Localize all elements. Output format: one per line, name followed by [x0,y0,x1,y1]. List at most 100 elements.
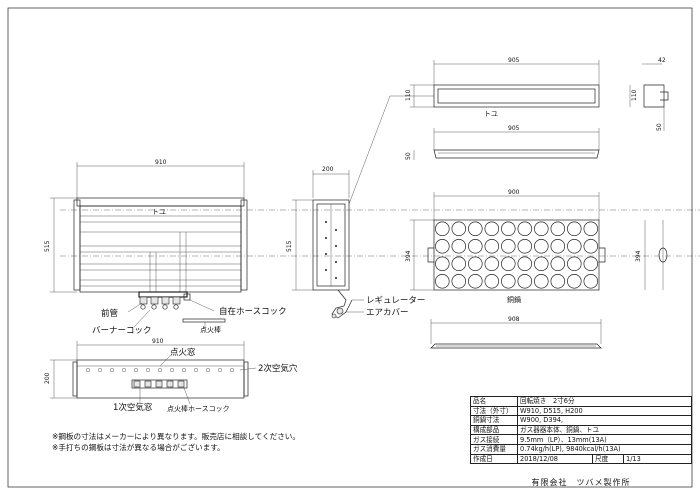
plate-cavity [583,221,599,237]
plate-cavity [534,221,549,237]
title-value: 0.74kg/h(LP), 9840kcal/h(13A) [517,443,692,455]
title-key-scale: 尺度 [592,453,624,465]
plate-cavity [468,239,483,254]
plate-cavity [583,256,599,272]
title-value: W900, D394, [517,415,692,426]
callout-regulator: レギュレーター [366,296,425,306]
plate-cavity [583,239,599,254]
callout-burner-cock: バーナーコック [92,326,152,336]
front-view: 910 515 トユ [44,159,287,336]
top-view: 910 200 点火窓 2次空気穴 1次空気窓 点火棒ホースコック [44,338,298,413]
pan-detail: 908 [430,316,602,349]
plate-cavity [534,274,549,289]
note-plate-dimensions: ※鋼板の寸法はメーカーにより異なります。販売店に相談してください。 [52,432,300,441]
plate-cavity [517,239,533,254]
plate-cavity [550,221,566,237]
callout-igniter-hose-cock: 点火棒ホースコック [167,404,230,413]
top-height-dim: 200 [44,372,51,384]
title-value: 9.5mm（LP）、13mm(13A) [517,434,692,445]
plate-cavity [534,239,549,254]
callout-air-cover: エアカバー [366,308,409,318]
title-key: 品名 [470,396,518,407]
callout-igniter-rod: 点火棒 [200,325,221,334]
plate-label: 銅鍋 [507,295,521,304]
plate-detail: 900 394 394 銅鍋 [60,189,700,304]
front-width-dim: 910 [155,159,167,166]
plate-cavity [484,221,500,237]
title-row-size: 寸法（外寸） W910, D515, H200 [470,405,692,417]
plate-cavity [550,256,566,272]
plate-cavities [435,221,599,289]
plate-cavity [501,256,516,272]
title-row-date: 作成日 2018/12/08 尺度 1/13 [470,453,692,465]
callout-secondary-air-hole: 2次空気穴 [258,363,298,374]
pan-width-dim: 908 [508,316,520,323]
maker-name: 有限会社 ツバメ製作所 [531,478,631,487]
plate-cavity [435,239,450,254]
plate-cavity [567,221,582,237]
tray-side-width-dim: 42 [658,57,666,64]
plate-cavity [517,256,533,272]
plate-cavity [517,274,533,289]
callout-ignition-window: 点火窓 [170,347,196,358]
tray-height-dim: 110 [405,89,412,101]
tray-side-height-dim: 110 [631,89,638,101]
plate-cavity [484,239,500,254]
plate-cavity [567,256,582,272]
plate-width-dim: 900 [508,189,520,196]
title-key: 作成日 [470,453,518,465]
plate-height-dim: 394 [405,250,412,262]
plate-cavity [550,274,566,289]
sheet-border [7,7,693,488]
plate-cavity [484,274,500,289]
tray-label: トユ [484,110,498,118]
title-row-gas-connection: ガス接続 9.5mm（LP）、13mm(13A) [470,434,692,445]
plate-cavity [501,239,516,254]
front-height-dim: 515 [44,240,51,252]
plate-cavity [435,221,450,237]
note-handmade-plate: ※手打ちの鋼板は寸法が異なる場合がございます。 [52,443,225,452]
title-value: 2018/12/08 [517,453,593,465]
title-key: ガス消費量 [470,443,518,455]
plate-cavity [567,239,582,254]
title-key: ガス接続 [470,434,518,445]
plate-cavity [534,256,549,272]
plate-cavity [451,221,467,237]
title-block: 品名 回転焼き 2寸6分 寸法（外寸） W910, D515, H200 銅鍋寸… [470,396,692,465]
lid-detail: 905 50 [405,125,600,160]
plate-cavity [484,256,500,272]
callout-main-pipe: 前管 [101,308,118,319]
plate-cavity [501,274,516,289]
title-row-gas-consumption: ガス消費量 0.74kg/h(LP), 9840kcal/h(13A) [470,443,692,455]
front-tray-label: トユ [152,208,166,216]
plate-cavity [435,256,450,272]
title-value-scale: 1/13 [623,453,692,465]
title-value: 回転焼き 2寸6分 [517,396,692,407]
callout-flex-hose-cock: 自在ホースコック [219,306,287,317]
title-row-plate-size: 銅鍋寸法 W900, D394, [470,415,692,426]
plate-cavity [583,274,599,289]
tray-width-dim: 905 [508,57,520,64]
callout-primary-air-window: 1次空気窓 [113,402,153,413]
plate-cavity [435,274,450,289]
title-key: 寸法（外寸） [470,405,518,417]
tray-detail: 905 110 トユ 42 110 50 [390,57,669,131]
plate-cavity [468,221,483,237]
plate-cavity [451,239,467,254]
title-value: W910, D515, H200 [517,405,692,417]
lid-height-dim: 50 [405,152,412,160]
side-height-dim: 515 [286,240,293,252]
side-view: 200 515 レギュレーター エアカバー [286,95,425,319]
plate-cavity [517,221,533,237]
plate-side-height-dim: 394 [635,250,642,262]
title-row-components: 構成部品 ガス器器本体、銅鍋、トユ [470,424,692,436]
title-row-name: 品名 回転焼き 2寸6分 [470,396,692,407]
plate-cavity [501,221,516,237]
plate-cavity [468,274,483,289]
side-width-dim: 200 [322,166,334,173]
title-key: 銅鍋寸法 [470,415,518,426]
tray-side-depth-dim: 50 [656,123,663,131]
title-value: ガス器器本体、銅鍋、トユ [517,424,692,436]
plate-cavity [451,274,467,289]
title-key: 構成部品 [470,424,518,436]
